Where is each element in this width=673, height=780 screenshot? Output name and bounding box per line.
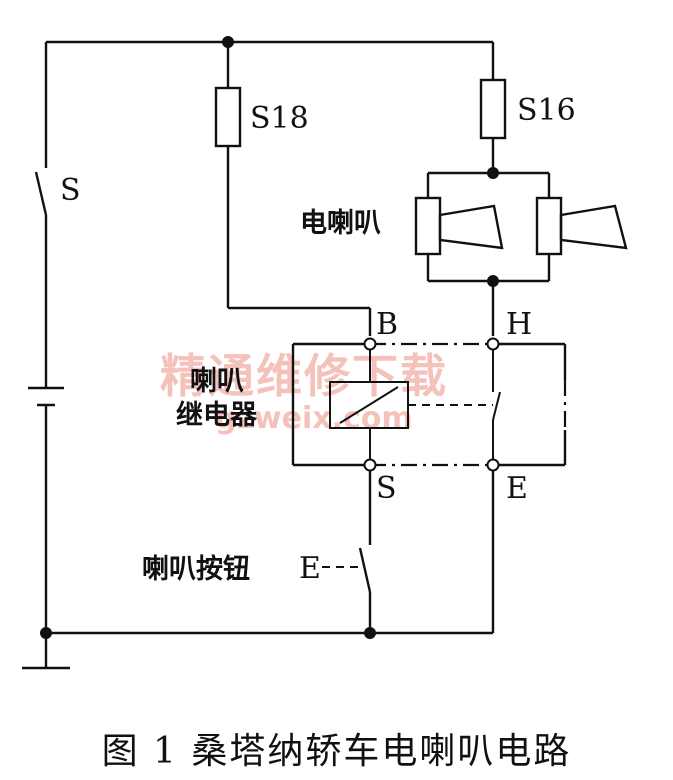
terminal-s (363, 458, 377, 472)
terminal-e-label: E (506, 471, 528, 506)
horn-button-e-label: E (299, 551, 321, 586)
horn-label: 电喇叭 (300, 208, 381, 239)
horn-button-label: 喇叭按钮 (142, 553, 250, 585)
fuse-s16-label: S16 (517, 93, 576, 128)
terminal-e (486, 458, 500, 472)
switch-s-label: S (60, 173, 81, 208)
fuse-s18-label: S18 (250, 101, 309, 136)
terminal-s-label: S (376, 471, 397, 506)
terminal-h-label: H (506, 307, 532, 342)
relay-contact (492, 344, 501, 465)
terminal-b-label: B (376, 307, 398, 342)
circuit-diagram: 精通维修下载 gzweix.com S S18 S16 (22, 36, 628, 670)
terminal-h (486, 337, 500, 351)
horn-button-switch (322, 547, 372, 633)
fuse-s16 (479, 78, 507, 140)
horn-1 (414, 196, 504, 256)
battery-symbol (28, 386, 64, 633)
figure-caption: 图 1 桑塔纳轿车电喇叭电路 (101, 731, 572, 772)
relay-label-line2: 继电器 (176, 399, 258, 431)
relay-box (291, 342, 567, 467)
relay-label-line1: 喇叭 (190, 366, 244, 397)
ignition-switch-s (34, 171, 48, 388)
watermark-text: 精通维修下载 (160, 349, 448, 403)
terminal-b (363, 337, 377, 351)
fuse-s18 (214, 86, 242, 148)
horn-2 (535, 196, 628, 256)
watermark-url: gzweix.com (215, 401, 413, 436)
